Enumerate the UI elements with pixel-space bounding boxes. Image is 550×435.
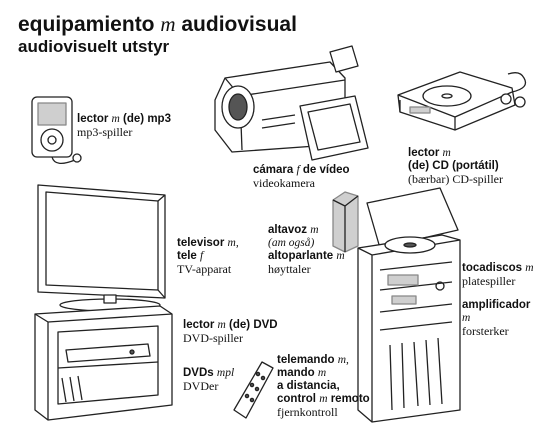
label-speaker: altavoz m (am også) altoparlante m høytt…: [268, 224, 345, 276]
label-dvd-player: lector m (de) DVD DVD-spiller: [183, 319, 278, 345]
title-spanish-rest: audiovisual: [181, 13, 297, 36]
video-camera-icon: [214, 45, 369, 161]
dvd-discs-icon: [61, 375, 83, 403]
label-cd-player: lector m (de) CD (portátil) (bærbar) CD-…: [408, 147, 503, 186]
speaker-icon: [332, 191, 359, 253]
stereo-system-icon: [357, 187, 461, 423]
page-subtitle: audiovisuelt utstyr: [18, 37, 170, 56]
remote-control-icon: [233, 361, 274, 419]
mp3-player-icon: [31, 96, 82, 164]
dvd-player-icon: [34, 305, 173, 421]
label-mp3: lector m (de) mp3 mp3-spiller: [77, 113, 171, 139]
label-dvds: DVDs mpl DVDer: [183, 367, 235, 393]
page-title: equipamiento m audiovisual: [18, 12, 297, 37]
portable-cd-player-icon: [397, 71, 527, 131]
title-spanish: equipamiento: [18, 13, 155, 36]
label-turntable: tocadiscos m platespiller: [462, 262, 534, 288]
title-gender: m: [160, 12, 176, 36]
label-remote: telemando m, mando m a distancia, contro…: [277, 354, 370, 419]
label-television: televisor m, tele f TV-apparat: [177, 237, 239, 276]
television-icon: [37, 184, 166, 312]
label-amplifier: amplificador m forsterker: [462, 299, 531, 338]
label-camera: cámara f de vídeo videokamera: [253, 164, 350, 190]
